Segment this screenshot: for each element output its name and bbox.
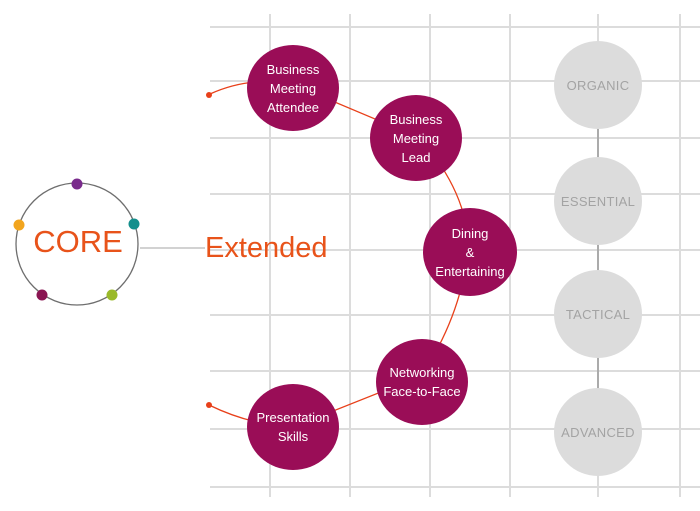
- node-networking-face-to-face: Networking Face-to-Face: [376, 339, 468, 425]
- node-line: Business: [266, 61, 320, 77]
- node-dining-entertaining: Dining & Entertaining: [423, 208, 517, 296]
- path-end-dot: [206, 402, 212, 408]
- grid-line-horizontal: [210, 80, 700, 82]
- grid-line-vertical: [269, 14, 271, 497]
- node-line: Face-to-Face: [383, 384, 461, 399]
- node-line: Business: [389, 111, 443, 127]
- node-line: Skills: [277, 429, 309, 444]
- node-line: Presentation: [256, 410, 330, 425]
- grid-line-horizontal: [210, 26, 700, 28]
- node-business-meeting-lead: Business Meeting Lead: [370, 95, 462, 181]
- core-label: CORE: [33, 224, 123, 259]
- node-line: Dining: [451, 225, 489, 241]
- path-start-dot: [206, 92, 212, 98]
- core-dot-teal: [128, 218, 140, 230]
- extended-label: Extended: [205, 232, 328, 264]
- core-dot-green: [106, 289, 118, 301]
- core-dot-maroon: [36, 289, 48, 301]
- grid-line-vertical: [349, 14, 351, 497]
- node-line: Lead: [401, 149, 431, 165]
- node-line: Entertaining: [435, 263, 505, 279]
- node-line: &: [465, 244, 475, 260]
- node-line: Meeting: [392, 130, 440, 146]
- grid-line-horizontal: [210, 193, 700, 195]
- grid-line-vertical: [679, 14, 681, 497]
- level-organic: ORGANIC: [554, 41, 642, 129]
- level-advanced: ADVANCED: [554, 388, 642, 476]
- node-business-meeting-attendee: Business Meeting Attendee: [247, 45, 339, 131]
- node-line: Networking: [389, 365, 455, 380]
- grid-line-horizontal: [210, 314, 700, 316]
- node-line: Attendee: [266, 99, 320, 115]
- level-essential: ESSENTIAL: [554, 157, 642, 245]
- grid-line-horizontal: [210, 486, 700, 488]
- level-tactical: TACTICAL: [554, 270, 642, 358]
- node-presentation-skills: Presentation Skills: [247, 384, 339, 470]
- node-line: Meeting: [269, 80, 317, 96]
- core-dot-purple: [71, 178, 83, 190]
- grid-line-horizontal: [210, 428, 700, 430]
- core-dot-orange: [13, 219, 25, 231]
